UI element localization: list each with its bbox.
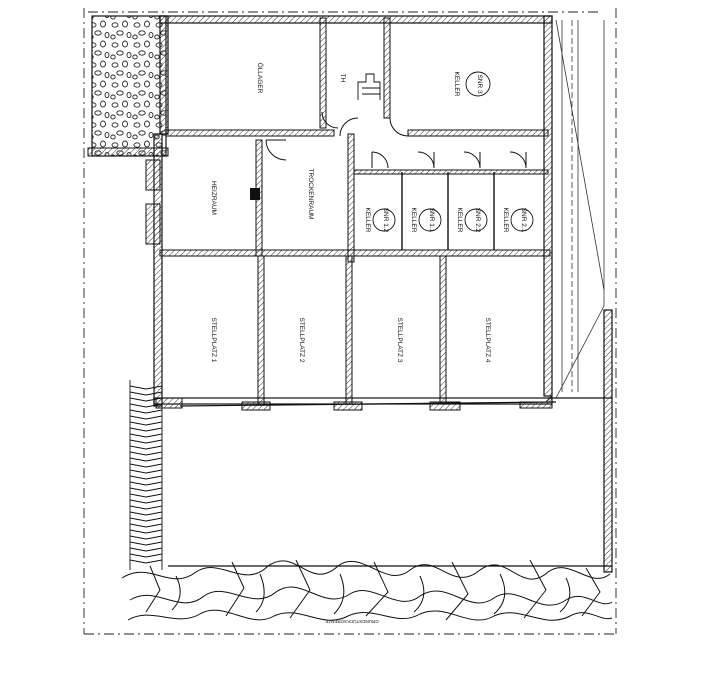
door-keller-12 [371, 151, 389, 169]
door-keller-21 [509, 151, 527, 169]
label-stellplatz-1: STELLPLATZ 1 [210, 317, 217, 362]
label-stellplatz-3: STELLPLATZ 3 [396, 317, 403, 362]
hedge-segment [129, 403, 163, 408]
hedge-segment [129, 511, 163, 516]
hedge-segment [129, 463, 163, 468]
label-keller-snr3-line1: KELLER [453, 72, 460, 97]
west-annex [145, 159, 161, 245]
hedge-fence [129, 380, 163, 570]
wall-th-keller3 [383, 17, 391, 119]
wall-north [159, 15, 553, 24]
label-trockenraum: TROCKENRAUM [307, 169, 314, 220]
door-trockenraum [265, 139, 287, 161]
label-keller-22-line2: SNR 2.2 [474, 208, 481, 233]
doors [265, 111, 527, 169]
wall-oellager-th [319, 17, 327, 129]
hedge-segment [129, 481, 163, 486]
hedge-segment [129, 469, 163, 474]
chimney-icon [250, 188, 260, 200]
door-keller-3 [389, 117, 409, 137]
room-labels: ÖLLAGER TH KELLER SNR 3 HEIZRAUM TROCKEN… [210, 63, 527, 363]
wall-stellplatz-1-2 [257, 255, 265, 405]
door-keller-22 [463, 151, 481, 169]
wall-oellager-bottom [165, 129, 335, 137]
hedge-segment [129, 529, 163, 534]
hedge-segment [129, 517, 163, 522]
wall-keller3-bottom [407, 129, 549, 137]
hedge-segment [129, 451, 163, 456]
property-boundary [83, 8, 617, 635]
keller-partitions [401, 172, 495, 250]
bottom-boundary-label: GRUNDSTÜCKSGRENZE [325, 619, 379, 625]
hedge-segment [129, 457, 163, 462]
label-th: TH [339, 74, 346, 83]
label-keller-21-line2: SNR 2.1 [520, 208, 527, 233]
hedge-segment [129, 409, 163, 414]
wall-east [543, 15, 553, 397]
label-stellplatz-2: STELLPLATZ 2 [298, 317, 305, 362]
driveway [168, 309, 613, 573]
wall-stellplatz-3-4 [439, 255, 447, 405]
hedge-segment [129, 475, 163, 480]
hedge-segment [129, 391, 163, 396]
snr-12-circle [372, 208, 396, 232]
landscape-rocks [121, 559, 613, 621]
hedge-segment [129, 421, 163, 426]
hedge-segment [129, 433, 163, 438]
hedge-segment [129, 415, 163, 420]
wall-keller-row-top [353, 169, 549, 175]
label-stellplatz-4: STELLPLATZ 4 [484, 317, 491, 362]
snr-21-circle [510, 208, 534, 232]
door-oellager [321, 111, 339, 129]
door-th [339, 117, 359, 137]
label-keller-21-line1: KELLER [502, 208, 509, 233]
label-keller-22-line1: KELLER [456, 208, 463, 233]
hedge-segment [129, 385, 163, 390]
hedge-segment [129, 547, 163, 552]
planter-gravel-area [87, 15, 169, 157]
snr-marker-circles [372, 71, 534, 232]
hedge-segment [129, 559, 163, 564]
label-heizraum: HEIZRAUM [210, 181, 217, 215]
hedge-segment [129, 523, 163, 528]
label-keller-11-line1: KELLER [410, 208, 417, 233]
door-keller-11 [417, 151, 435, 169]
wall-stellplatz-top [159, 249, 551, 257]
hedge-segment [129, 499, 163, 504]
label-oellager: ÖLLAGER [256, 63, 264, 94]
label-keller-11-line2: SNR 1.1 [428, 208, 435, 233]
construction-lines [555, 19, 605, 399]
hedge-segment [129, 493, 163, 498]
snr-22-circle [464, 208, 488, 232]
hedge-segment [129, 505, 163, 510]
wall-stellplatz-2-3 [345, 255, 353, 405]
hedge-segment [129, 445, 163, 450]
wall-corridor-west [347, 133, 355, 263]
hedge-segment [129, 439, 163, 444]
hedge-segment [129, 397, 163, 402]
snr-11-circle [418, 208, 442, 232]
wall-west-upper [159, 15, 169, 135]
hedge-segment [129, 541, 163, 546]
hedge-segment [129, 553, 163, 558]
hedge-segment [129, 535, 163, 540]
hedge-segment [129, 427, 163, 432]
snr-3-circle [465, 71, 491, 97]
label-keller-snr3-line2: SNR 3 [476, 74, 483, 94]
hedge-segment [129, 487, 163, 492]
label-keller-12-line1: KELLER [364, 208, 371, 233]
stair-icon [357, 73, 381, 100]
label-keller-12-line2: SNR 1.2 [382, 208, 389, 233]
